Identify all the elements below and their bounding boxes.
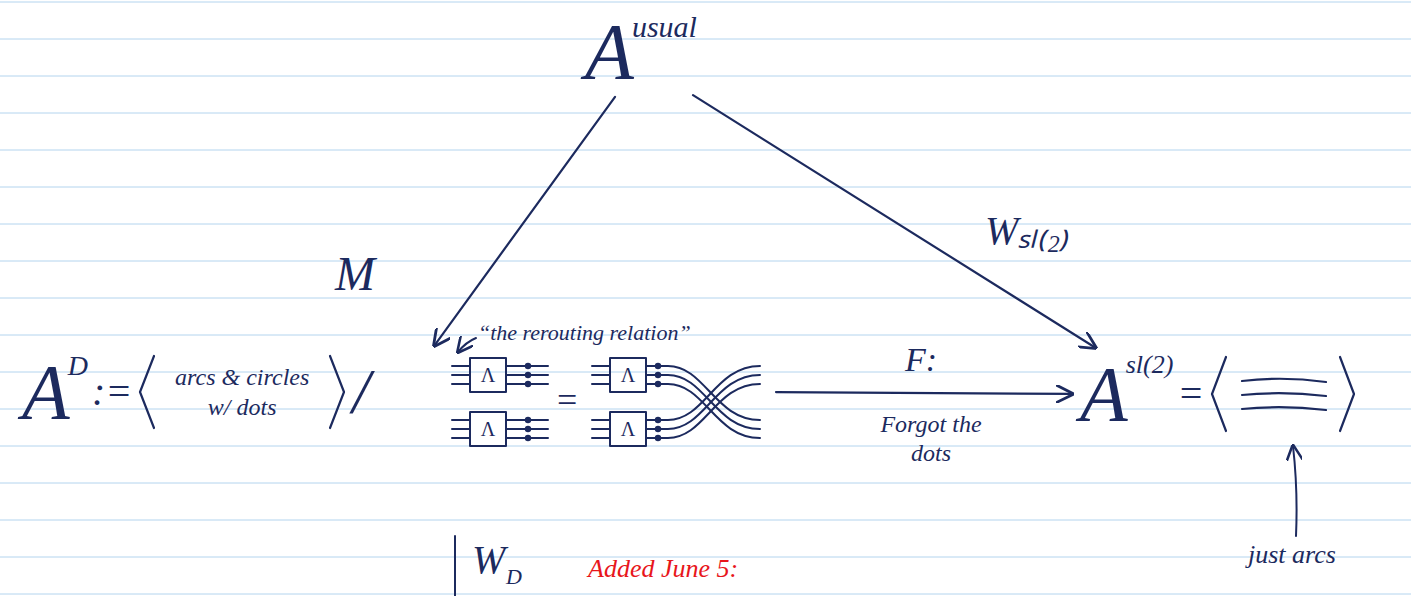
strand [452,366,470,384]
note-text: = [557,382,577,418]
angle-bracket [136,352,158,432]
dot [655,363,661,369]
strand [592,366,610,384]
annotation-arrows [455,338,1297,596]
dot [655,426,661,432]
note-text: “the rerouting relation” [478,322,691,344]
dots [525,363,661,441]
note-text: Added June 5: [588,556,738,582]
dot [525,435,531,441]
dot [655,435,661,441]
bracket-stroke [140,356,154,428]
math-text: A [1080,355,1128,433]
map-arrow [776,392,1072,394]
dot [525,372,531,378]
rerouting-picture [452,358,760,446]
dot [525,381,531,387]
map-arrow [434,97,615,346]
bracket-stroke [1212,357,1226,431]
arrow-label: M [335,250,375,298]
note-text: W [472,540,505,580]
superscript: usual [632,12,697,42]
arcs-strokes [1212,357,1354,431]
math-text: / [352,360,370,424]
arc [1242,379,1326,382]
math-object: Asl(2)= [1080,352,1358,436]
arrow-label: Wₛₗ₍₂₎ [985,211,1069,251]
box-symbol: Λ [470,412,506,446]
dot [525,426,531,432]
math-object: Ausual [585,12,697,92]
dot [655,381,661,387]
math-object: AD:= arcs & circles w/ dots / [22,352,770,432]
math-text: arcs & circles w/ dots [162,362,322,422]
box-symbol: Λ [470,358,506,392]
dot [525,417,531,423]
pointer-arrow [458,338,476,352]
lambda-box [610,358,646,392]
pointer-arrow [1293,446,1297,536]
arc [1242,393,1326,396]
map-arrow [693,95,1095,348]
crossing-strand [646,384,760,438]
note-text: just arcs [1248,542,1336,568]
superscript: sl(2) [1126,352,1174,378]
bracket-stroke [330,356,344,428]
math-text: A [22,353,70,431]
note-text: Forgot the dots [866,410,996,468]
strand [592,420,610,438]
box-symbol: Λ [610,412,646,446]
dot [525,363,531,369]
box-symbol: Λ [610,358,646,392]
arcs-span [1208,352,1358,436]
superscript: D [68,352,88,380]
strand [452,420,470,438]
angle-bracket [326,352,348,432]
math-text: A [585,12,634,92]
lambda-box [610,412,646,446]
arc [1242,407,1326,410]
math-text: = [1177,374,1204,414]
lambda-box [470,358,506,392]
lambda-box [470,412,506,446]
dot [655,417,661,423]
crossing-strand [646,375,760,429]
arrow-label: F: [905,343,937,377]
map-arrow [454,536,456,596]
crossing-strand [646,366,760,420]
dot [655,372,661,378]
bracket-stroke [1340,357,1354,431]
note-text: D [506,566,522,588]
math-text: := [92,372,132,412]
